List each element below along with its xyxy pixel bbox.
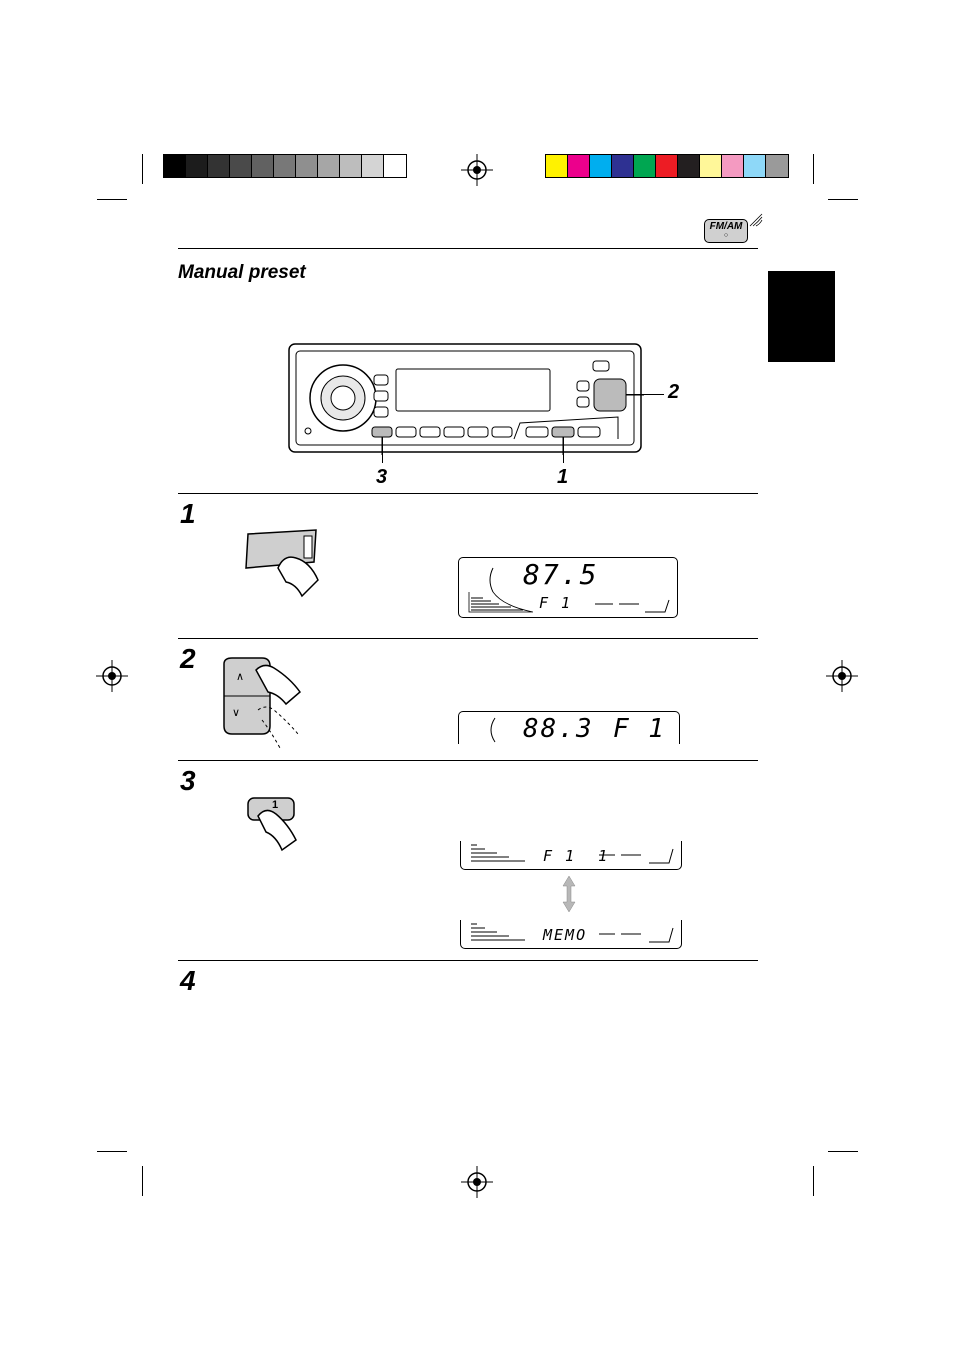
color-swatch bbox=[700, 155, 722, 177]
svg-text:∨: ∨ bbox=[232, 706, 240, 719]
header-rule bbox=[178, 248, 758, 249]
step-divider bbox=[178, 493, 758, 494]
crop-mark bbox=[97, 1151, 127, 1152]
color-swatch bbox=[722, 155, 744, 177]
alternating-arrow-icon bbox=[562, 876, 576, 912]
color-swatch bbox=[384, 155, 406, 177]
color-swatch bbox=[612, 155, 634, 177]
color-swatch bbox=[340, 155, 362, 177]
color-swatch bbox=[744, 155, 766, 177]
color-swatch bbox=[362, 155, 384, 177]
fm-am-label: FM/AM bbox=[709, 221, 743, 232]
band-button-press-illustration bbox=[245, 529, 319, 598]
color-swatch bbox=[164, 155, 186, 177]
color-swatch bbox=[656, 155, 678, 177]
fm-am-button-icon: FM/AM ○ bbox=[704, 219, 748, 243]
color-swatch bbox=[678, 155, 700, 177]
preset-button-label: 1 bbox=[272, 799, 279, 811]
lcd-display-step2: 88.3 F 1 bbox=[458, 711, 680, 744]
registration-mark-left bbox=[96, 660, 128, 692]
grayscale-bar bbox=[163, 154, 407, 178]
callout-3: 3 bbox=[376, 466, 388, 488]
lcd-band-preset: F 1 1 bbox=[543, 847, 610, 865]
color-swatch bbox=[186, 155, 208, 177]
step-number-3: 3 bbox=[180, 765, 196, 796]
color-bar bbox=[545, 154, 789, 178]
color-swatch bbox=[208, 155, 230, 177]
crop-mark bbox=[142, 154, 143, 184]
step-number-2: 2 bbox=[180, 643, 196, 674]
crop-mark bbox=[142, 1166, 143, 1196]
lcd-band: F 1 bbox=[539, 594, 573, 612]
crop-mark bbox=[813, 1166, 814, 1196]
registration-mark-right bbox=[826, 660, 858, 692]
callout-2: 2 bbox=[668, 381, 680, 403]
lcd-memo: MEMO bbox=[543, 926, 588, 944]
page-title: Manual preset bbox=[178, 262, 306, 283]
step-number-1: 1 bbox=[180, 498, 196, 529]
step-divider bbox=[178, 760, 758, 761]
color-swatch bbox=[546, 155, 568, 177]
crop-mark bbox=[828, 199, 858, 200]
crop-mark bbox=[97, 199, 127, 200]
color-swatch bbox=[766, 155, 788, 177]
registration-mark-bottom bbox=[461, 1166, 493, 1198]
color-swatch bbox=[318, 155, 340, 177]
color-swatch bbox=[252, 155, 274, 177]
color-swatch bbox=[274, 155, 296, 177]
crop-mark bbox=[813, 154, 814, 184]
crop-mark bbox=[828, 1151, 858, 1152]
signal-waves-icon bbox=[749, 213, 763, 227]
lcd-display-step3-memo: MEMO bbox=[460, 920, 682, 949]
seek-button-press-illustration: ∧ ∨ bbox=[223, 657, 302, 749]
car-stereo-diagram bbox=[288, 343, 644, 455]
lcd-frequency: 87.5 bbox=[523, 558, 599, 591]
color-swatch bbox=[296, 155, 318, 177]
color-swatch bbox=[568, 155, 590, 177]
lcd-display-step1: 87.5 F 1 bbox=[458, 557, 678, 618]
lcd-display-step3-band: F 1 1 bbox=[460, 841, 682, 870]
registration-mark-top bbox=[461, 154, 493, 186]
callout-1: 1 bbox=[557, 466, 569, 488]
callout-line-3 bbox=[382, 437, 383, 463]
step-number-4: 4 bbox=[180, 965, 196, 996]
step-divider bbox=[178, 960, 758, 961]
color-swatch bbox=[230, 155, 252, 177]
lcd-band: F 1 bbox=[613, 714, 666, 744]
step-divider bbox=[178, 638, 758, 639]
color-swatch bbox=[634, 155, 656, 177]
color-swatch bbox=[590, 155, 612, 177]
lcd-frequency: 88.3 bbox=[523, 714, 594, 744]
language-tab bbox=[768, 271, 835, 362]
callout-line-2 bbox=[626, 394, 664, 395]
svg-text:∧: ∧ bbox=[236, 670, 244, 683]
preset-button-press-illustration bbox=[247, 797, 297, 852]
callout-line-1 bbox=[563, 437, 564, 463]
